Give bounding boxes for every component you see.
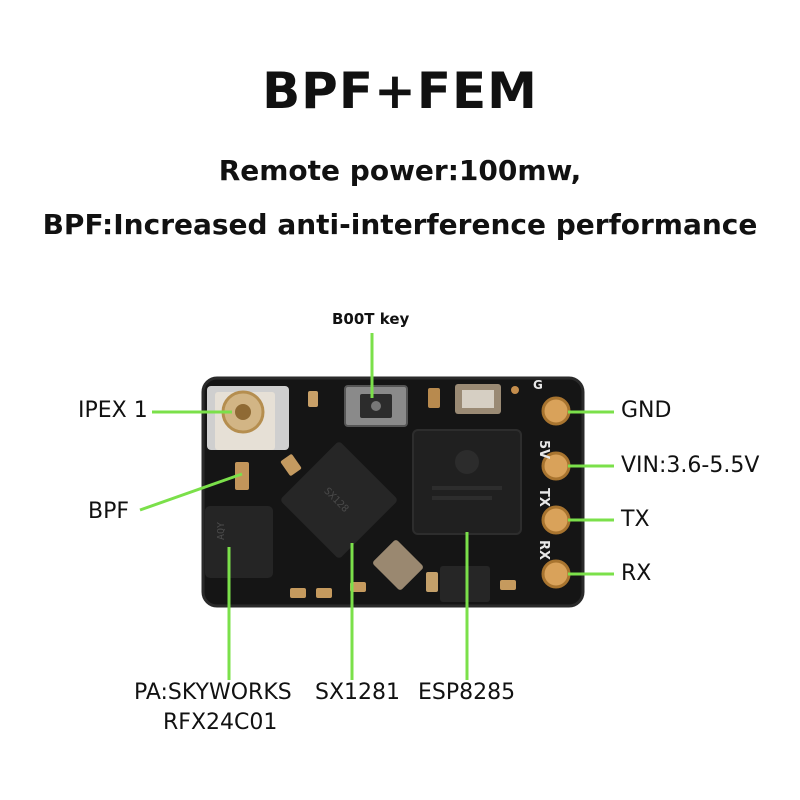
pcb-edge: [201, 376, 585, 608]
label-ipex: IPEX 1: [78, 398, 148, 423]
leader-lines: [139, 333, 614, 680]
label-gnd: GND: [621, 398, 672, 423]
label-pa-line1: PA:SKYWORKS: [134, 680, 292, 705]
label-boot-key: B00T key: [332, 310, 410, 328]
label-esp8285: ESP8285: [418, 680, 516, 705]
label-tx: TX: [621, 507, 650, 532]
label-pa-line2: RFX24C01: [163, 710, 278, 735]
leader-bpf: [139, 472, 243, 512]
pad-tx: [541, 505, 571, 535]
label-rx: RX: [621, 561, 652, 586]
silk-g: G: [533, 378, 543, 392]
silk-5v: 5V: [536, 440, 551, 459]
pad-gnd: [541, 396, 571, 426]
silk-tx: TX: [536, 488, 551, 507]
silk-rx: RX: [536, 540, 551, 560]
svg-text:AQY: AQY: [216, 522, 227, 540]
esp8285-chip: [412, 429, 522, 535]
pa-chip: [205, 506, 273, 578]
label-bpf: BPF: [88, 499, 130, 524]
sx1281-chip: [281, 442, 397, 558]
label-vin: VIN:3.6-5.5V: [621, 453, 760, 478]
subtitle-bpf: BPF:Increased anti-interference performa…: [42, 208, 758, 241]
label-sx1281: SX1281: [315, 680, 401, 705]
subtitle-power: Remote power:100mw,: [218, 154, 582, 187]
pad-rx: [541, 559, 571, 589]
bpf-filter: [235, 462, 249, 490]
page-title: BPF+FEM: [262, 62, 538, 120]
tcxo: [373, 540, 423, 590]
